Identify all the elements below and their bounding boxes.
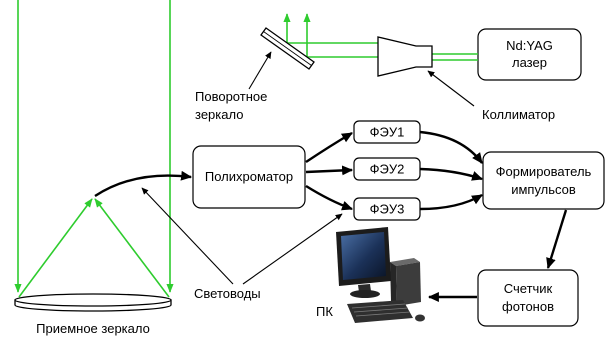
- pc-label: ПК: [316, 304, 333, 319]
- pmt-block-1: ФЭУ1: [353, 120, 421, 144]
- pc-keyboard: [347, 300, 413, 323]
- rotating-mirror-inner-edge: [263, 31, 312, 66]
- reflected-beam-right: [94, 198, 170, 298]
- polychromator-label: Полихроматор: [205, 169, 293, 184]
- pmt-block-3: ФЭУ3: [353, 197, 421, 221]
- photon-counter-block: Счетчик фотонов: [477, 269, 579, 327]
- arrow-shaper-to-counter: [546, 209, 568, 270]
- light-guide-pointer-input: [141, 187, 234, 285]
- receiving-mirror: [14, 293, 172, 312]
- rotating-mirror-pointer: [248, 51, 272, 90]
- receiving-beams: [14, 0, 174, 298]
- arrow-focus-to-polychromator: [94, 170, 193, 198]
- computer-icon: [336, 227, 425, 323]
- arrow-pmt1-to-shaper: [419, 130, 483, 164]
- laser-beams: [283, 13, 478, 61]
- pc-monitor-neck: [358, 284, 371, 292]
- arrow-polychromator-to-pmt1: [305, 131, 353, 163]
- rotating-mirror: [260, 27, 315, 70]
- photon-counter-label-line2: фотонов: [502, 299, 554, 314]
- arrow-polychromator-to-pmt3: [305, 184, 354, 211]
- pc-system-unit-front: [396, 262, 421, 306]
- collimator-shape: [377, 36, 433, 77]
- pulse-shaper-block: Формирователь импульсов: [482, 151, 605, 210]
- laser-label-line1: Nd:YAG: [506, 38, 553, 53]
- arrow-polychromator-to-pmt2: [305, 165, 354, 176]
- receiving-mirror-surface: [14, 293, 172, 307]
- pmt-label-3: ФЭУ3: [370, 202, 405, 217]
- collimator-pointer: [427, 70, 475, 107]
- pc-monitor-screen: [341, 232, 386, 280]
- reflected-beam-left: [18, 198, 93, 298]
- pc-keyboard-keys: [351, 303, 411, 317]
- collimator-label: Коллиматор: [482, 107, 555, 122]
- pulse-shaper-box: [482, 151, 605, 210]
- arrow-pmt3-to-shaper: [419, 193, 483, 211]
- pc-monitor-base: [350, 290, 380, 298]
- pulse-shaper-label-line1: Формирователь: [496, 164, 592, 179]
- laser-block: Nd:YAG лазер: [477, 28, 582, 81]
- polychromator-block: Полихроматор: [192, 145, 306, 209]
- light-guide-pointer-output: [242, 213, 343, 285]
- receiving-mirror-label: Приемное зеркало: [36, 321, 150, 336]
- pmt-block-2: ФЭУ2: [353, 157, 421, 181]
- light-guides-label: Световоды: [194, 286, 261, 301]
- arrow-pmt2-to-shaper: [419, 167, 484, 181]
- rotating-mirror-label-line2: зеркало: [195, 107, 243, 122]
- rotating-mirror-label-line1: Поворотное: [195, 89, 267, 104]
- pulse-shaper-label-line2: импульсов: [511, 182, 576, 197]
- pc-system-unit-side: [390, 262, 397, 306]
- laser-label-line2: лазер: [512, 55, 547, 70]
- pmt-label-2: ФЭУ2: [370, 162, 405, 177]
- pc-mouse: [415, 314, 425, 322]
- pc-system-unit-top: [390, 258, 420, 266]
- photon-counter-label-line1: Счетчик: [504, 281, 553, 296]
- photon-counter-box: [477, 269, 579, 327]
- polychromator-box: [192, 145, 306, 209]
- pmt-label-1: ФЭУ1: [370, 125, 405, 140]
